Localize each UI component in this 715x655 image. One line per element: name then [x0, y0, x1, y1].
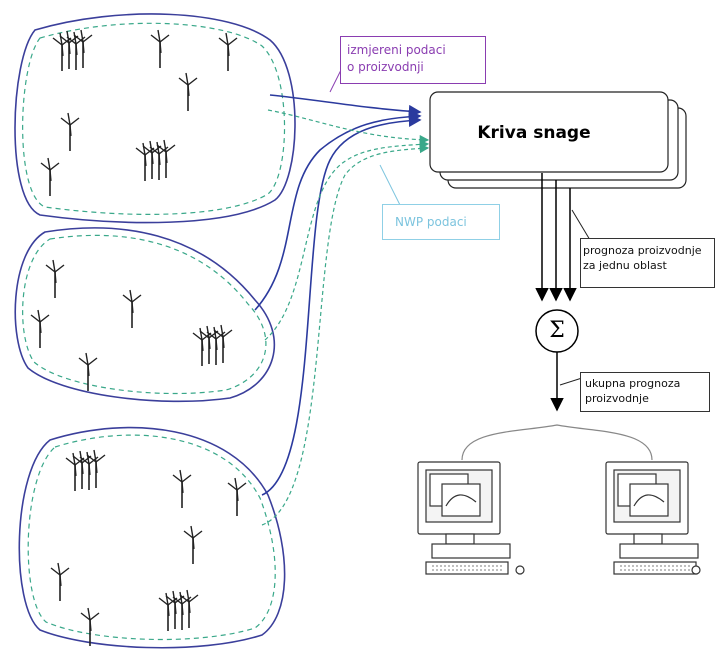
- wind-turbine-icon: [178, 72, 198, 112]
- measured-data-label-line1: izmjereni podaci: [347, 43, 446, 57]
- computer-icon: [605, 461, 701, 575]
- wind-turbine-icon: [53, 30, 92, 71]
- wind-turbine-icon: [30, 309, 50, 349]
- wind-turbine-icon: [136, 140, 175, 181]
- wind-turbine-icon: [66, 450, 105, 491]
- area-forecast-arrows: [535, 173, 577, 302]
- area-leader: [571, 209, 591, 241]
- area-forecast-label: prognoza proizvodnje za jednu oblast: [580, 238, 715, 288]
- wind-turbine-icon: [80, 607, 100, 647]
- wind-region-3: [18, 426, 286, 649]
- wind-region-2: [14, 227, 276, 403]
- wind-turbine-icon: [45, 259, 65, 299]
- measured-data-label-line2: o proizvodnji: [347, 60, 424, 74]
- wind-turbine-icon: [227, 477, 247, 517]
- area-forecast-label-line2: za jednu oblast: [583, 259, 667, 272]
- wind-turbine-icon: [159, 590, 198, 631]
- wind-turbine-icon: [150, 29, 170, 69]
- computer-icon: [417, 461, 525, 575]
- wind-turbine-icon: [218, 32, 238, 72]
- power-curve-block: [429, 91, 687, 189]
- wind-region-1: [14, 13, 296, 224]
- measured-data-label: izmjereni podaci o proizvodnji: [340, 36, 486, 84]
- wind-turbine-icon: [50, 562, 70, 602]
- distribution-brace: [461, 424, 653, 461]
- total-leader: [559, 377, 583, 386]
- summation-symbol: Σ: [549, 318, 565, 343]
- nwp-leader: [379, 164, 401, 206]
- wind-turbine-icon: [172, 469, 192, 509]
- wind-turbine-icon: [193, 325, 232, 366]
- area-forecast-label-line1: prognoza proizvodnje: [583, 244, 702, 257]
- nwp-data-lines: [261, 109, 430, 526]
- total-forecast-label-line1: ukupna prognoza: [585, 377, 681, 390]
- nwp-data-label: NWP podaci: [382, 204, 500, 240]
- measured-data-lines: [254, 94, 422, 496]
- power-curve-title: Kriva snage: [477, 123, 591, 143]
- wind-turbine-icon: [40, 157, 60, 197]
- wind-turbine-icon: [183, 525, 203, 565]
- wind-turbine-icon: [60, 112, 80, 152]
- wind-turbine-icon: [122, 289, 142, 329]
- total-forecast-label: ukupna prognoza proizvodnje: [580, 372, 710, 412]
- total-forecast-label-line2: proizvodnje: [585, 392, 649, 405]
